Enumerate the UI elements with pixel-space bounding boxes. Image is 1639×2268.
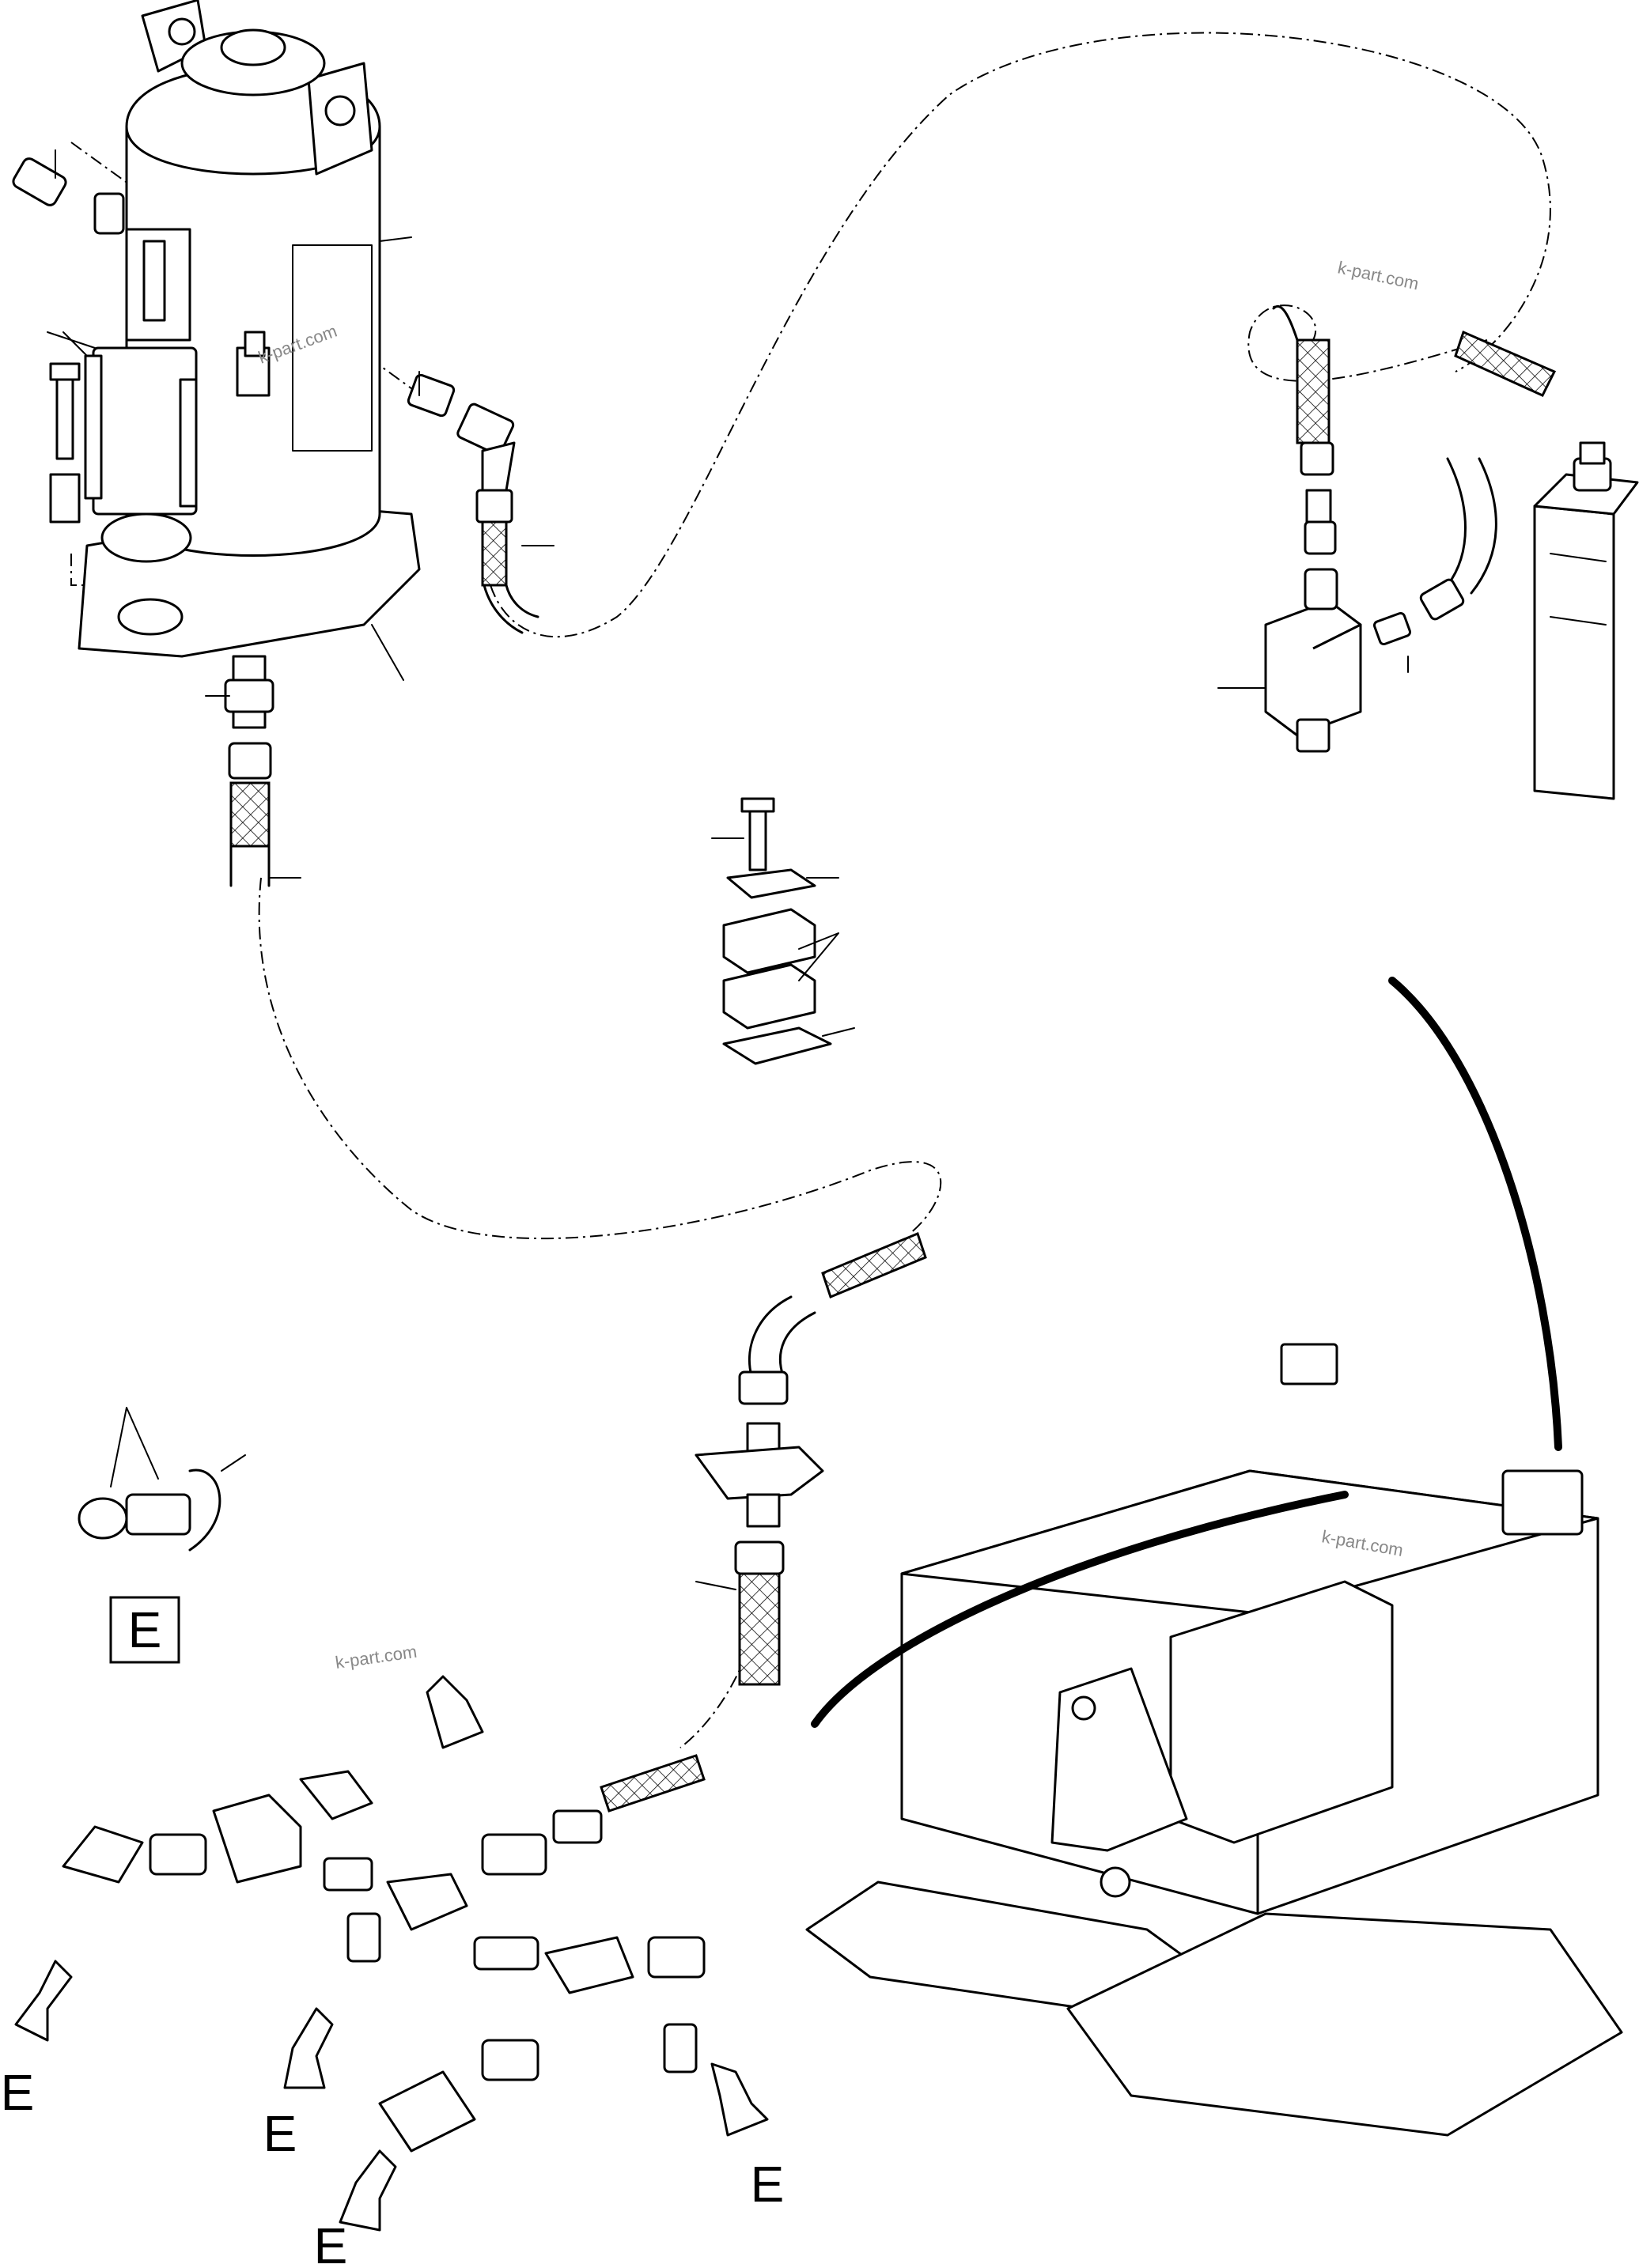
tank-outlet-hose xyxy=(407,373,539,634)
manifold-fittings xyxy=(62,1675,706,2153)
grease-cartridge-assembly xyxy=(1533,441,1639,800)
arrow-label: E xyxy=(1,2064,35,2121)
tank-bottom-fittings xyxy=(224,655,274,887)
upper-right-hoses xyxy=(1272,305,1557,646)
filter-assembly xyxy=(84,228,198,563)
arrow-label: E xyxy=(751,2156,785,2213)
valve-block-bracket xyxy=(1217,568,1409,753)
arrow-icon xyxy=(339,2149,397,2232)
arrow-icon xyxy=(710,2062,769,2137)
arrow-icon xyxy=(14,1960,73,2042)
watermark: k-part.com xyxy=(1336,257,1421,293)
arrow-icon xyxy=(283,2007,334,2089)
arrow-label: E xyxy=(314,2217,348,2268)
callout-box xyxy=(109,1596,180,1664)
top-left-fittings xyxy=(12,149,125,235)
arrow-markers xyxy=(14,1960,769,2232)
leader-lines-top-left xyxy=(55,149,555,879)
bolt-and-spacer xyxy=(47,331,96,524)
hose-clamp-set xyxy=(711,797,855,1065)
center-hose-assembly xyxy=(695,1231,927,1686)
watermark: k-part.com xyxy=(334,1642,418,1673)
routing-heavy-curves xyxy=(811,977,1562,1728)
callout-letter: E xyxy=(128,1601,162,1658)
fitting-cap-callout xyxy=(78,1407,246,1552)
arrow-label: E xyxy=(263,2105,297,2162)
excavator-outline xyxy=(805,1343,1623,2137)
